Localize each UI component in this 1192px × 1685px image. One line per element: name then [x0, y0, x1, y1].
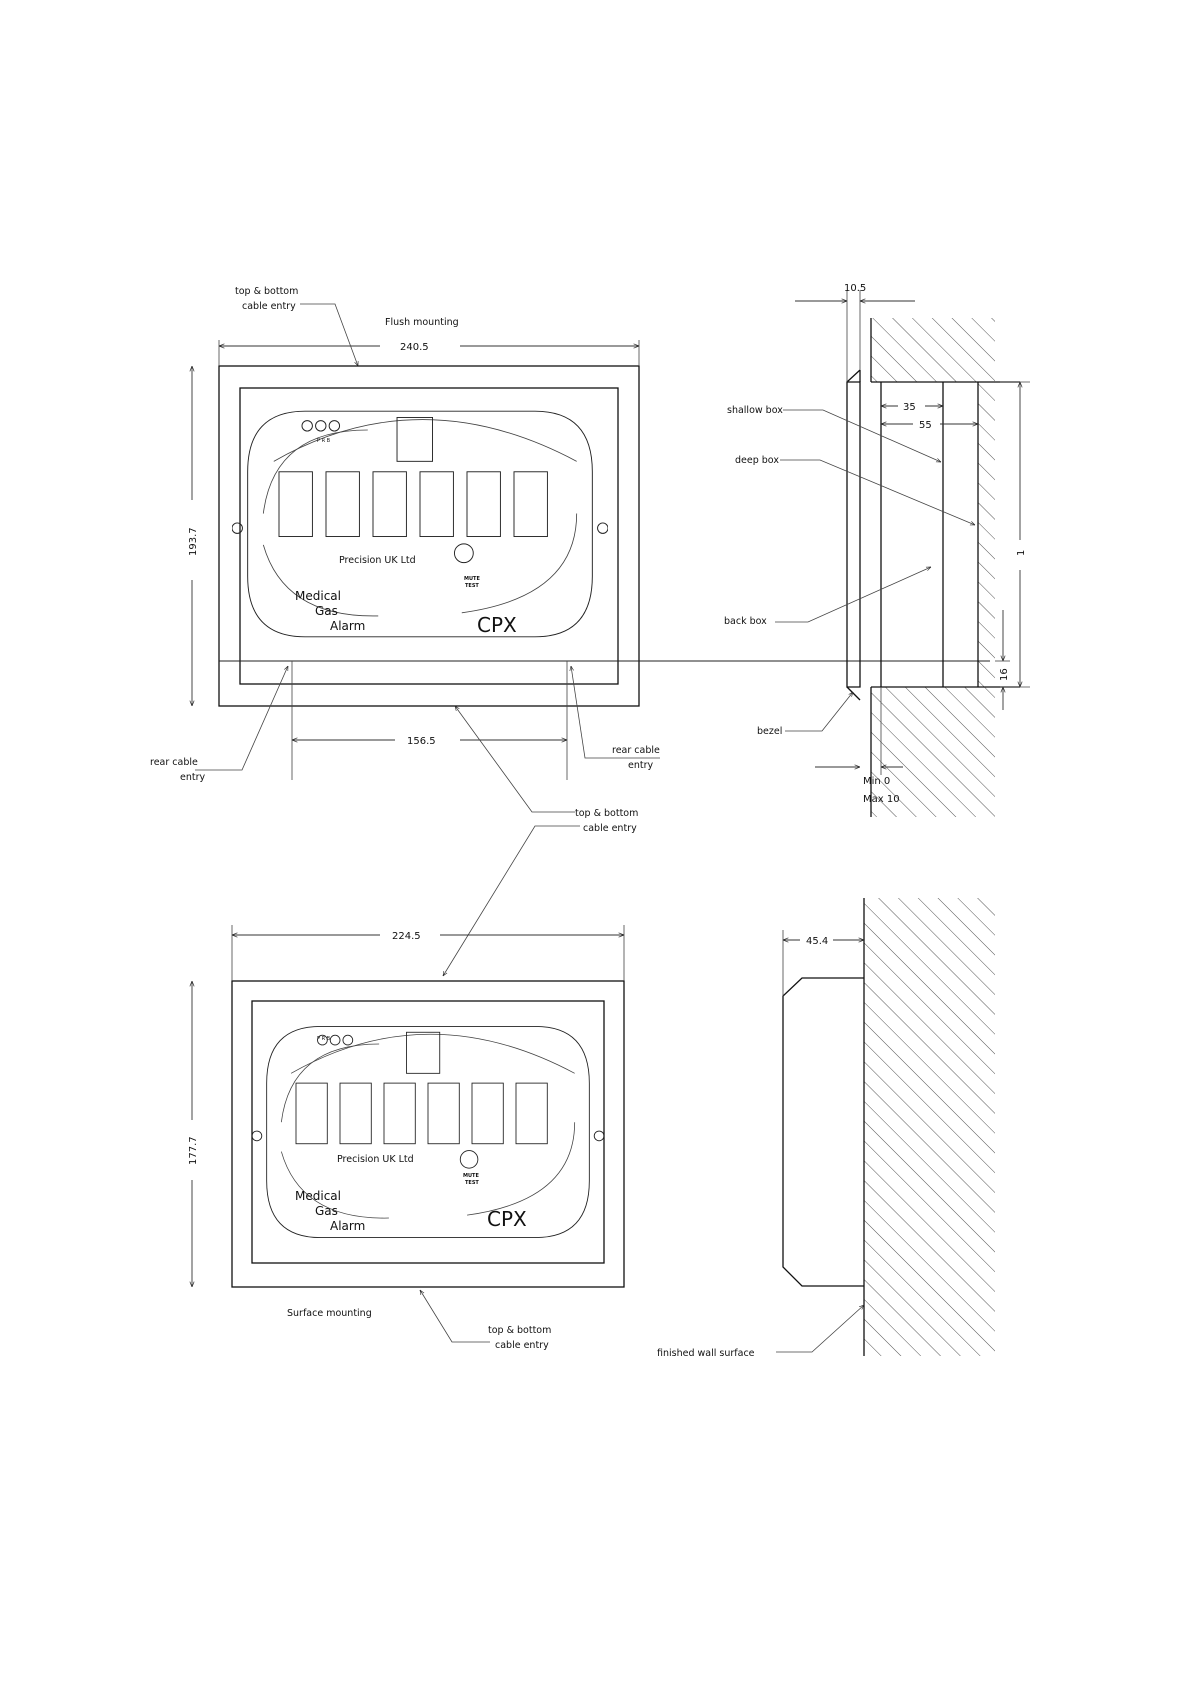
surface-front-view: P R B Precision UK Ltd MUTE TEST Medical…: [231, 980, 625, 1288]
surface-box-profile: [782, 977, 864, 1287]
label-rear-cable-right-b: entry: [628, 760, 653, 771]
label-surface-mounting: Surface mounting: [287, 1308, 372, 1319]
flush-test-label: TEST: [465, 583, 479, 589]
flush-medical-label: Medical: [295, 589, 341, 603]
flush-width-value: 240.5: [400, 342, 429, 353]
flush-side-section: [846, 318, 1020, 817]
flush-height-value: 193.7: [188, 527, 199, 556]
surface-test-label: TEST: [465, 1180, 479, 1186]
bezel-depth-dimension: 10.5: [795, 283, 915, 382]
flush-mute-label: MUTE: [464, 576, 480, 582]
side-height-dimension: 1: [1000, 381, 1030, 688]
surface-gas-label: Gas: [315, 1204, 338, 1218]
label-top-bottom-3a: top & bottom: [488, 1325, 551, 1336]
bezel-depth-value: 10.5: [844, 283, 866, 294]
flush-outer-bezel: [218, 365, 640, 707]
flush-model-label: CPX: [477, 613, 517, 637]
surface-company-label: Precision UK Ltd: [337, 1154, 414, 1165]
surface-medical-label: Medical: [295, 1189, 341, 1203]
bottom-offset-value: 16: [999, 668, 1010, 681]
surface-depth-dimension: 45.4: [783, 936, 864, 947]
label-top-bottom-1a: top & bottom: [235, 286, 298, 297]
label-top-bottom-2a: top & bottom: [575, 808, 638, 819]
min-max-dimension: Min 0 Max 10: [815, 687, 903, 805]
bottom-offset-dimension: 16: [995, 610, 1010, 710]
shallow-depth-dimension: 35: [881, 402, 943, 413]
flush-company-label: Precision UK Ltd: [339, 555, 416, 566]
flush-led-labels: P R B: [317, 438, 331, 444]
flush-front-view: P R B Precision UK Ltd MUTE TEST Medical…: [218, 365, 990, 780]
flush-inner-frame: [239, 387, 619, 685]
shallow-depth-value: 35: [903, 402, 916, 413]
flush-height-dimension: 193.7: [188, 366, 199, 706]
label-shallow-box: shallow box: [727, 405, 783, 416]
deep-depth-value: 55: [919, 420, 932, 431]
surface-side-view: [782, 898, 995, 1356]
surface-alarm-label: Alarm: [330, 1219, 365, 1233]
surface-inner-frame: [251, 1000, 605, 1264]
flush-width-dimension: 240.5: [218, 340, 640, 366]
label-top-bottom-3b: cable entry: [495, 1340, 549, 1351]
surface-height-value: 177.7: [188, 1136, 199, 1165]
rear-entry-spacing-value: 156.5: [407, 736, 436, 747]
surface-mute-label: MUTE: [463, 1173, 479, 1179]
label-top-bottom-2b: cable entry: [583, 823, 637, 834]
surface-width-value: 224.5: [392, 931, 421, 942]
surface-width-dimension: 224.5: [231, 925, 625, 981]
rear-entry-dimension: 156.5: [292, 736, 567, 747]
deep-depth-dimension: 55: [881, 420, 978, 431]
label-back-box: back box: [724, 616, 767, 627]
side-height-value: 1: [1016, 550, 1027, 556]
surface-outer-box: [231, 980, 625, 1288]
label-deep-box: deep box: [735, 455, 779, 466]
surface-height-dimension: 177.7: [188, 981, 199, 1287]
label-finished-wall: finished wall surface: [657, 1348, 755, 1359]
side-annotations: shallow box deep box back box bezel: [724, 405, 975, 737]
label-rear-cable-left-b: entry: [180, 772, 205, 783]
flush-annotations: top & bottom cable entry Flush mounting …: [150, 286, 660, 976]
min-label: Min 0: [863, 776, 890, 787]
surface-led-labels: P R B: [317, 1036, 331, 1042]
label-top-bottom-1b: cable entry: [242, 301, 296, 312]
surface-annotations: Surface mounting top & bottom cable entr…: [287, 1290, 551, 1351]
surface-depth-value: 45.4: [806, 936, 828, 947]
label-rear-cable-right-a: rear cable: [612, 745, 660, 756]
max-label: Max 10: [863, 794, 900, 805]
flush-alarm-label: Alarm: [330, 619, 365, 633]
label-bezel: bezel: [757, 726, 782, 737]
wall-annotation: finished wall surface: [657, 1305, 864, 1359]
flush-gas-label: Gas: [315, 604, 338, 618]
label-flush-mounting: Flush mounting: [385, 317, 459, 328]
surface-model-label: CPX: [487, 1207, 527, 1231]
label-rear-cable-left-a: rear cable: [150, 757, 198, 768]
